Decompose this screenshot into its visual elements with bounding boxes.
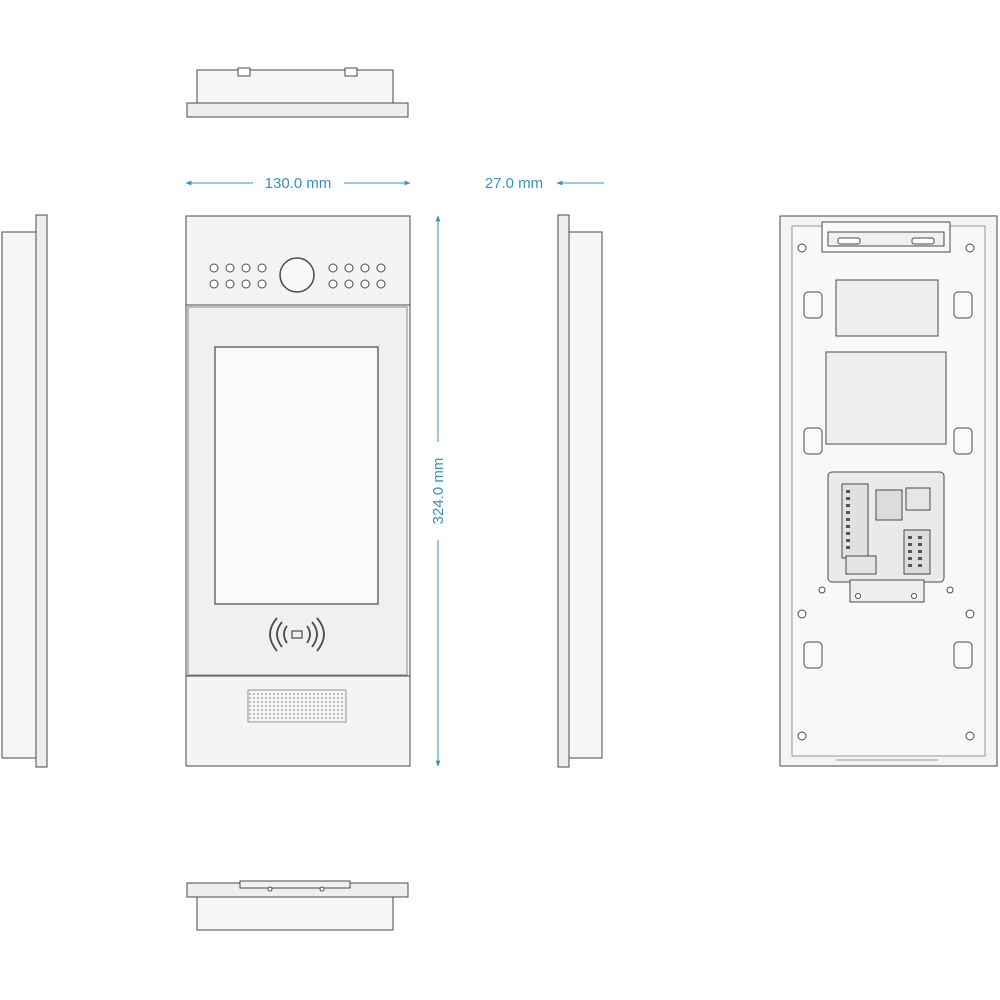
width-label: 130.0 mm bbox=[265, 175, 332, 192]
bottom-view bbox=[186, 880, 409, 931]
front-view bbox=[185, 215, 411, 767]
right-side-view bbox=[557, 214, 603, 768]
top-view bbox=[186, 67, 409, 118]
width-dimension: 130.0 mm bbox=[185, 175, 411, 192]
height-label: 324.0 mm bbox=[430, 458, 447, 525]
camera-lens-icon bbox=[279, 257, 315, 293]
speaker-grille-icon bbox=[247, 689, 347, 723]
depth-dimension: 27.0 mm bbox=[485, 175, 604, 192]
left-side-view bbox=[1, 214, 48, 768]
back-view bbox=[779, 215, 998, 767]
rfid-card-icon bbox=[269, 617, 325, 652]
display-screen bbox=[214, 346, 379, 605]
height-dimension: 324.0 mm bbox=[430, 215, 447, 767]
depth-label: 27.0 mm bbox=[485, 175, 543, 192]
